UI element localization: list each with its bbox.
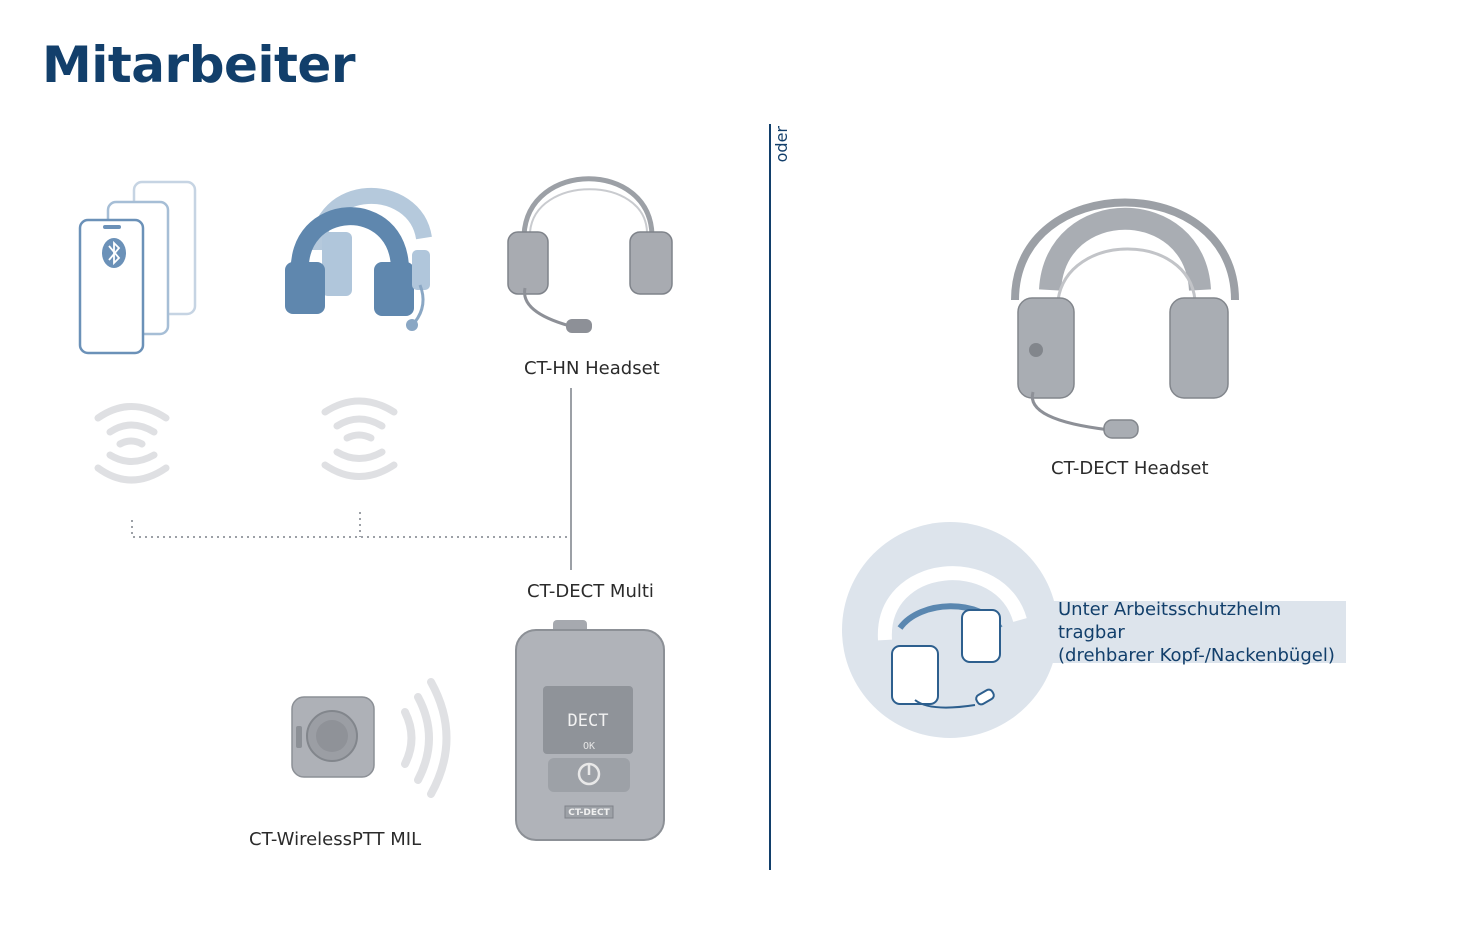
callout-line-2: (drehbarer Kopf-/Nackenbügel) — [1058, 644, 1335, 666]
device-screen-text: DECT — [568, 711, 609, 731]
ct-dect-headset-icon — [1011, 198, 1239, 439]
ct-dect-headset-label: CT-DECT Headset — [1051, 458, 1209, 479]
callout-line-1: Unter Arbeitsschutzhelm tragbar — [1058, 598, 1282, 643]
device-badge: CT-DECT — [568, 808, 610, 818]
smartphone-icon — [78, 180, 197, 355]
oder-label: oder — [772, 126, 791, 163]
ct-hn-headset-icon — [507, 176, 673, 333]
dotted-connector — [131, 512, 571, 538]
wireless-signal-icon — [321, 397, 398, 480]
device-screen-ok: OK — [583, 741, 595, 752]
helmet-callout: Unter Arbeitsschutzhelm tragbar (drehbar… — [1050, 598, 1346, 666]
ct-wireless-ptt-label: CT-WirelessPTT MIL — [249, 829, 422, 850]
page-title: Mitarbeiter — [42, 36, 356, 94]
ct-dect-multi-label: CT-DECT Multi — [527, 581, 654, 602]
bluetooth-headset-icon — [285, 188, 432, 331]
ct-dect-multi-device: DECT OK CT-DECT — [515, 620, 665, 841]
helmet-headset-illustration — [842, 522, 1058, 738]
ct-wireless-ptt-device — [291, 696, 375, 778]
wireless-signal-icon — [401, 678, 451, 798]
wireless-signal-icon — [94, 403, 170, 484]
ct-hn-headset-label: CT-HN Headset — [524, 358, 660, 379]
